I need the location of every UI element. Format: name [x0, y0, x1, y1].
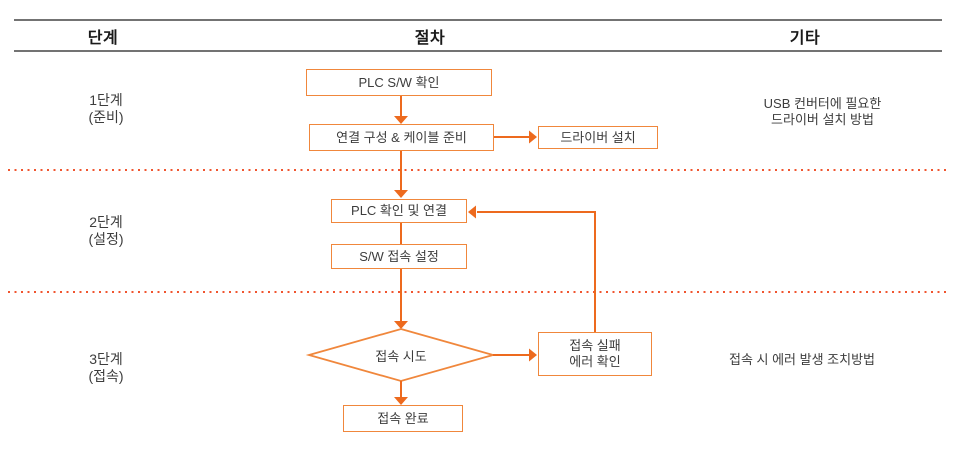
arrow-attempt-to-fail-head: [529, 348, 537, 362]
column-header-etc: 기타: [789, 30, 821, 47]
column-header-procedure: 절차: [414, 30, 446, 47]
stage-1-label-line2: (준비): [88, 109, 124, 125]
node-plc-check-connect: PLC 확인 및 연결: [331, 199, 467, 223]
arrow-swsetting-to-attempt-head: [394, 321, 408, 329]
node-connection-fail-line1: 접속 실패: [569, 338, 621, 353]
stage-3-label-line2: (접속): [88, 368, 124, 384]
node-connection-fail: 접속 실패 에러 확인: [538, 332, 652, 376]
feedback-fail-to-plccheck-line: [477, 211, 596, 332]
arrow-attempt-to-complete-head: [394, 397, 408, 405]
stage-2-label-line2: (설정): [88, 231, 124, 247]
stage-3-label: 3단계 (접속): [56, 351, 156, 385]
stage-1-label-line1: 1단계: [89, 92, 123, 108]
note-usb-driver-line1: USB 컨버터에 필요한: [763, 96, 882, 111]
column-header-stage: 단계: [87, 30, 119, 47]
arrow-cable-to-plccheck-head: [394, 190, 408, 198]
header-top-rule: [14, 19, 942, 21]
note-usb-driver: USB 컨버터에 필요한 드라이버 설치 방법: [740, 96, 905, 127]
feedback-fail-to-plccheck-head: [468, 205, 476, 219]
arrow-cable-to-driver-head: [529, 130, 537, 144]
node-connection-attempt-label: 접속 시도: [375, 349, 427, 364]
node-driver-install: 드라이버 설치: [538, 126, 658, 149]
node-sw-connection-setting: S/W 접속 설정: [331, 244, 467, 269]
arrow-plcsw-to-cable-head: [394, 116, 408, 124]
node-plc-sw-check: PLC S/W 확인: [306, 69, 492, 96]
node-connection-cable-prep: 연결 구성 & 케이블 준비: [309, 124, 494, 151]
header-bottom-rule: [14, 50, 942, 52]
stage-1-label: 1단계 (준비): [56, 92, 156, 126]
stage-2-label: 2단계 (설정): [56, 214, 156, 248]
note-usb-driver-line2: 드라이버 설치 방법: [771, 111, 874, 127]
stage-2-label-line1: 2단계: [89, 214, 123, 230]
note-error-handling: 접속 시 에러 발생 조치방법: [728, 352, 875, 367]
node-connection-complete: 접속 완료: [343, 405, 463, 432]
stage-3-label-line1: 3단계: [89, 351, 123, 367]
node-connection-fail-line2: 에러 확인: [569, 354, 621, 369]
